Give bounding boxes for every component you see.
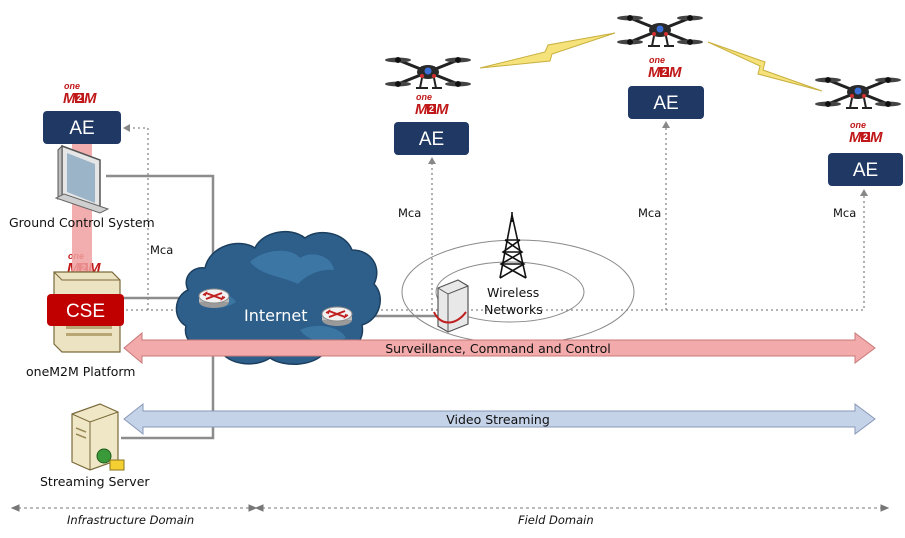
streaming-server-label: Streaming Server xyxy=(40,474,150,489)
wireless-label-line2: Networks xyxy=(484,302,543,317)
onem2m-logo xyxy=(415,92,449,118)
mca-label-drone-1: Mca xyxy=(398,206,421,220)
onem2m-logo xyxy=(849,120,883,146)
field-domain-label: Field Domain xyxy=(518,513,594,527)
ae-box-ground: AE xyxy=(43,111,121,144)
drone-icon xyxy=(383,55,473,90)
svg-text:AE: AE xyxy=(853,160,878,181)
router-icon xyxy=(198,288,230,309)
mca-label-drone-3: Mca xyxy=(833,206,856,220)
router-icon xyxy=(321,306,353,327)
internet-label: Internet xyxy=(244,306,308,325)
surveillance-label: Surveillance, Command and Control xyxy=(385,341,611,356)
mca-label-platform: Mca xyxy=(150,243,173,257)
lightning-icon xyxy=(707,41,823,92)
drone-icon xyxy=(813,75,903,110)
mca-label-drone-2: Mca xyxy=(638,206,661,220)
drone-icon xyxy=(615,13,705,48)
computer-monitor-icon xyxy=(54,144,110,214)
ae-box-drone-3: AE xyxy=(828,153,903,186)
domain-divider xyxy=(10,504,890,512)
wireless-label-line1: Wireless xyxy=(487,285,539,300)
svg-text:AE: AE xyxy=(653,93,678,114)
antenna-tower-icon xyxy=(499,212,527,279)
cloud-icon xyxy=(175,230,381,365)
svg-text:AE: AE xyxy=(419,129,444,150)
ae-box-drone-1: AE xyxy=(394,122,469,155)
infrastructure-domain-label: Infrastructure Domain xyxy=(67,513,194,527)
svg-text:AE: AE xyxy=(69,118,94,139)
cse-box: CSE xyxy=(47,294,124,326)
video-streaming-arrow: Video Streaming xyxy=(123,402,876,436)
video-streaming-label: Video Streaming xyxy=(446,412,550,427)
onem2m-logo xyxy=(63,81,97,107)
server-icon xyxy=(71,403,125,471)
ae-box-drone-2: AE xyxy=(628,86,704,119)
surveillance-command-control-arrow: Surveillance, Command and Control xyxy=(123,331,876,365)
onem2m-logo xyxy=(648,55,682,81)
base-station-icon xyxy=(433,279,469,333)
svg-text:CSE: CSE xyxy=(66,301,105,322)
platform-label: oneM2M Platform xyxy=(26,364,135,379)
ground-control-label: Ground Control System xyxy=(9,215,155,230)
lightning-icon xyxy=(479,32,616,69)
